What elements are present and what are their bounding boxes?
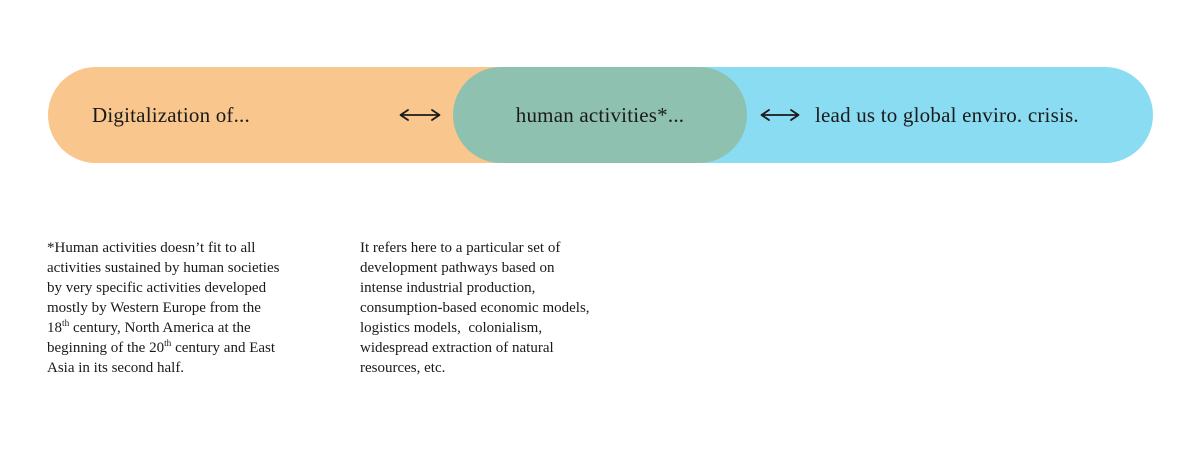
footnote-line: It refers here to a particular set of xyxy=(360,240,561,256)
pill-digitalization-label: Digitalization of... xyxy=(92,102,250,127)
pill-human-activities xyxy=(453,67,747,163)
footnote-line: Asia in its second half. xyxy=(47,360,185,376)
footnote-line: intense industrial production, xyxy=(360,280,536,296)
footnote-definition-left: *Human activities doesn’t fit to all acti… xyxy=(47,238,347,378)
footnote-line: logistics models, colonialism, xyxy=(360,320,543,336)
footnote-line: mostly by Western Europe from the xyxy=(47,300,261,316)
pill-human-activities-label: human activities*... xyxy=(515,102,685,127)
footnote-definition-right: It refers here to a particular set of dev… xyxy=(360,238,670,378)
footnote-line: 18th century, North America at the xyxy=(47,319,251,336)
footnote-line: development pathways based on xyxy=(360,260,555,276)
footnote-line: beginning of the 20th century and East xyxy=(47,339,276,356)
footnote-line: consumption-based economic models, xyxy=(360,300,590,316)
footnote-line: widespread extraction of natural xyxy=(360,340,554,356)
footnote-line: activities sustained by human societies xyxy=(47,260,280,276)
footnote-line: *Human activities doesn’t fit to all xyxy=(47,240,256,256)
pill-enviro-crisis-label: lead us to global enviro. crisis. xyxy=(815,102,1079,127)
footnote-line: resources, etc. xyxy=(360,360,446,376)
double-arrow-icon xyxy=(399,109,441,121)
footnote-line: by very specific activities developed xyxy=(47,280,267,296)
double-arrow-icon xyxy=(760,109,800,121)
